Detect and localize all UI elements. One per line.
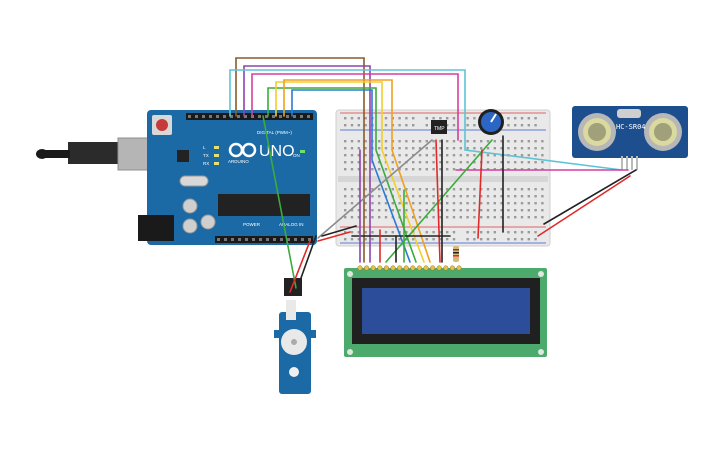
wire-black [321, 225, 357, 237]
on-led-label: ON [293, 153, 300, 158]
power-jack [138, 215, 174, 241]
reset-button [156, 119, 168, 131]
wire-green [267, 87, 417, 263]
wire-yellow [275, 81, 425, 263]
wire-red [477, 149, 483, 239]
arduino-logo [228, 142, 257, 158]
wires [229, 57, 637, 293]
l-led-label: L [203, 145, 206, 150]
lcd-display [344, 265, 547, 357]
wire-blue [291, 89, 411, 263]
power-header-label: POWER [243, 222, 261, 227]
ultrasonic-sensor: HC-SR04 [572, 106, 688, 170]
tmp-label: TMP [434, 126, 445, 132]
wire-cyan [229, 69, 623, 171]
atmega-chip [218, 194, 310, 216]
arduino-uno: UNO ARDUINO L TX RX ON DIGITAL (PWM~) PO… [36, 110, 317, 245]
wire-purple [243, 65, 371, 263]
usb-cable [68, 142, 120, 164]
sensor-model-label: HC-SR04 [616, 123, 646, 131]
wire-green [262, 115, 297, 289]
wire-red [435, 139, 441, 263]
wire-red [537, 175, 631, 237]
digital-header-label: DIGITAL (PWM~) [257, 130, 292, 135]
wire-black [543, 169, 637, 225]
analog-power-header [215, 236, 313, 243]
servo-motor [274, 278, 316, 394]
wire-magenta [251, 73, 459, 141]
lcd-screen [362, 288, 530, 334]
temperature-sensor: TMP [431, 120, 447, 134]
tx-led-label: TX [203, 153, 209, 158]
wire-brown [235, 57, 365, 263]
wire-black [295, 235, 317, 293]
wire-red [289, 240, 311, 293]
rx-led-label: RX [203, 161, 209, 166]
wire-red [317, 231, 351, 242]
resistor [453, 246, 459, 262]
analog-header-label: ANALOG IN [279, 222, 304, 227]
wire-orange [283, 79, 431, 263]
digital-header [186, 113, 313, 120]
wire-gray [317, 139, 433, 239]
arduino-model-label: UNO [259, 143, 295, 160]
potentiometer [478, 109, 504, 135]
svg-text:ARDUINO: ARDUINO [228, 159, 249, 164]
breadboard [335, 109, 551, 247]
